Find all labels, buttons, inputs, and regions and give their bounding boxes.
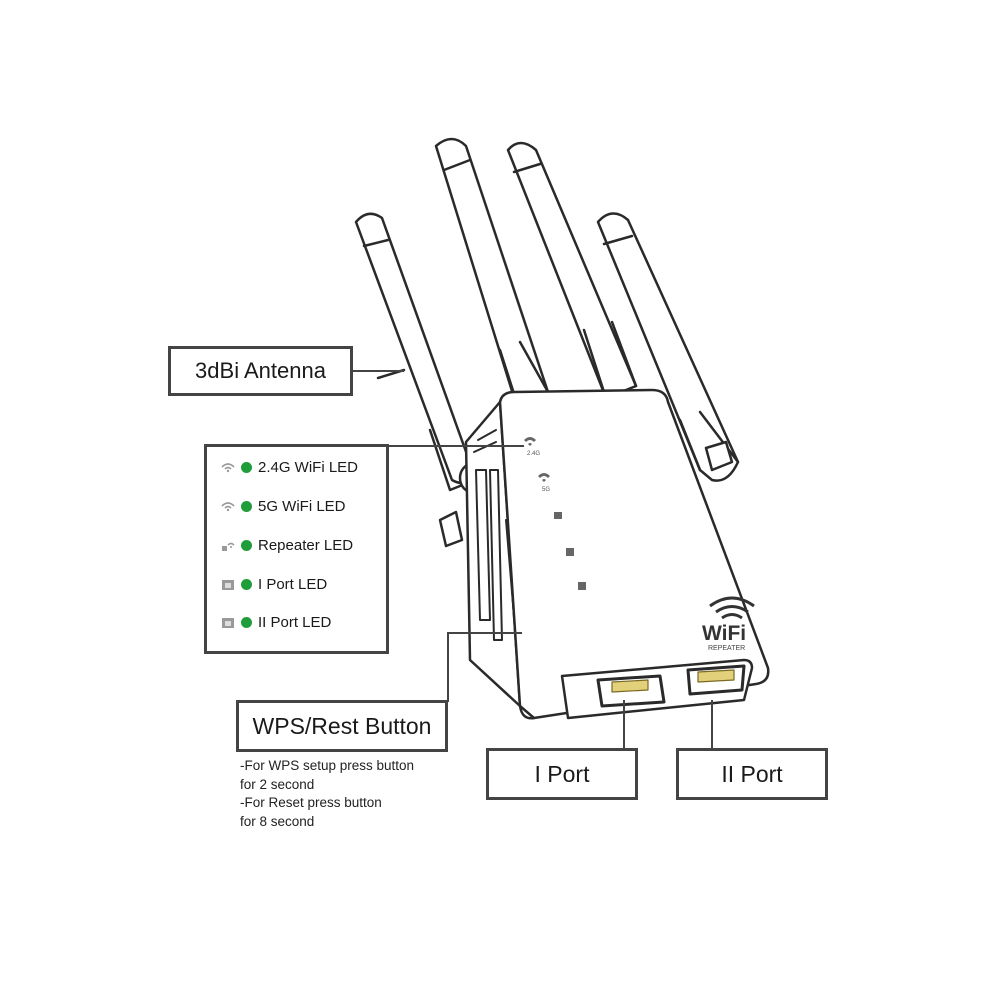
antenna-callout: 3dBi Antenna	[168, 346, 353, 396]
led-legend-item: II Port LED	[221, 614, 331, 631]
wps-description-line: for 2 second	[240, 776, 315, 792]
port-i-callout: I Port	[486, 748, 638, 800]
led-legend-label: I Port LED	[258, 576, 328, 593]
led-legend-item: Repeater LED	[221, 537, 353, 554]
antenna-center-left	[434, 137, 550, 406]
led-legend-label: II Port LED	[258, 614, 332, 631]
antenna-right	[596, 212, 740, 482]
antenna-callout-label: 3dBi Antenna	[195, 358, 326, 383]
ethernet-port-icon	[222, 617, 234, 628]
led-legend-item: 2.4G WiFi LED	[221, 459, 358, 476]
wps-leader-line	[447, 632, 522, 702]
ethernet-port-icon	[222, 579, 234, 590]
led-label-24g: 2.4G	[527, 451, 540, 457]
green-led-dot	[241, 462, 252, 473]
led-legend-item: I Port LED	[221, 576, 327, 593]
led-label-5g: 5G	[542, 487, 550, 493]
antenna-center-right	[506, 141, 638, 400]
port-ii-callout: II Port	[676, 748, 828, 800]
led-legend-label: 2.4G WiFi LED	[258, 459, 359, 476]
port-i-callout-label: I Port	[534, 760, 590, 787]
led-legend-label: Repeater LED	[258, 537, 354, 554]
wps-description-line: -For WPS setup press button	[240, 758, 415, 773]
green-led-dot	[241, 617, 252, 628]
led-port-ii-icon	[578, 582, 586, 590]
led-legend: 2.4G WiFi LED 5G WiFi LED Repeater LED I…	[204, 444, 389, 654]
led-legend-item: 5G WiFi LED	[221, 498, 346, 515]
wps-description-line: for 8 second	[240, 813, 315, 829]
led-port-i-icon	[566, 548, 574, 556]
port-ii-callout-label: II Port	[721, 760, 783, 787]
repeater-logo-text: REPEATER	[708, 645, 745, 652]
led-repeater-icon	[554, 512, 562, 519]
wps-button-callout-label: WPS/Rest Button	[252, 712, 432, 739]
device-front-panel	[498, 388, 770, 720]
wifi-logo-text: WiFi	[702, 622, 746, 645]
wps-description: -For WPS setup press button for 2 second…	[240, 757, 414, 831]
wifi-icon	[221, 501, 235, 511]
wifi-icon	[221, 462, 235, 472]
green-led-dot	[241, 540, 252, 551]
wps-button-callout: WPS/Rest Button	[236, 700, 448, 752]
green-led-dot	[241, 501, 252, 512]
led-legend-label: 5G WiFi LED	[258, 498, 346, 515]
wps-description-line: -For Reset press button	[240, 795, 382, 810]
led-5g-wifi-icon	[538, 473, 550, 482]
led-24g-wifi-icon	[524, 437, 536, 446]
repeater-icon	[222, 542, 235, 551]
green-led-dot	[241, 579, 252, 590]
wifi-logo: WiFi REPEATER	[702, 596, 755, 652]
